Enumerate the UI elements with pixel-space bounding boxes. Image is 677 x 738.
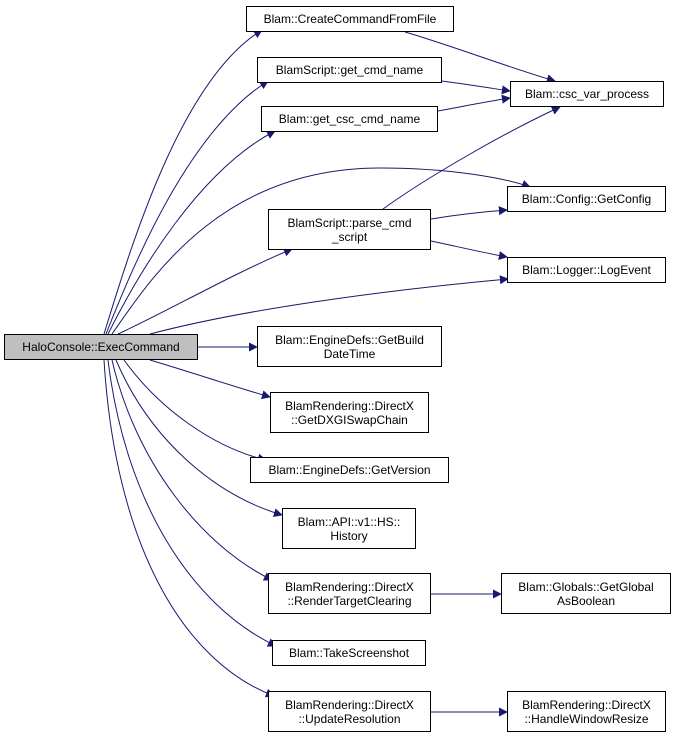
node-label-line: Blam::TakeScreenshot <box>288 646 410 660</box>
node-label-line: ::RenderTargetClearing <box>287 593 412 608</box>
node-take-screenshot[interactable]: Blam::TakeScreenshot <box>272 640 426 666</box>
edge-get-csc-cmd-name-to-csc-var-process <box>437 94 511 112</box>
node-label-line: HaloConsole::ExecCommand <box>22 340 180 354</box>
node-root[interactable]: HaloConsole::ExecCommand <box>4 334 198 360</box>
node-render-target-clearing[interactable]: BlamRendering::DirectX::RenderTargetClea… <box>268 573 431 614</box>
edge-root-to-get-csc-cmd-name <box>107 130 276 335</box>
node-label-line: BlamRendering::DirectX <box>285 579 414 594</box>
node-csc-var-process[interactable]: Blam::csc_var_process <box>510 81 664 107</box>
node-label-line: History <box>330 528 368 543</box>
edge-blamscript-get-cmd-name-to-csc-var-process <box>441 80 511 95</box>
node-log-event[interactable]: Blam::Logger::LogEvent <box>507 257 666 283</box>
edge-parse-cmd-script-to-csc-var-process <box>382 106 561 210</box>
node-parse-cmd-script[interactable]: BlamScript::parse_cmd_script <box>268 209 431 250</box>
node-label-line: ::GetDXGISwapChain <box>291 412 408 427</box>
node-label-line: ::HandleWindowResize <box>524 711 649 726</box>
edge-root-to-get-config <box>111 167 531 335</box>
node-label-line: Blam::EngineDefs::GetBuild <box>275 332 424 347</box>
node-label-line: Blam::csc_var_process <box>524 87 650 101</box>
edge-root-to-get-version <box>123 359 267 463</box>
node-label-line: DateTime <box>323 346 376 361</box>
edge-root-to-parse-cmd-script <box>117 247 293 335</box>
edge-create-cmd-from-file-to-csc-var-process <box>404 31 556 84</box>
edge-root-to-update-resolution <box>103 359 275 698</box>
node-label-line: BlamScript::get_cmd_name <box>275 63 424 77</box>
node-label-line: Blam::EngineDefs::GetVersion <box>268 463 431 477</box>
node-update-resolution[interactable]: BlamRendering::DirectX::UpdateResolution <box>268 691 431 732</box>
node-label-line: AsBoolean <box>556 593 616 608</box>
edge-root-to-blamscript-get-cmd-name <box>105 80 269 335</box>
node-create-cmd-from-file[interactable]: Blam::CreateCommandFromFile <box>246 6 454 32</box>
node-label-line: Blam::Logger::LogEvent <box>522 263 651 277</box>
node-label-line: BlamRendering::DirectX <box>522 697 651 712</box>
node-hs-history[interactable]: Blam::API::v1::HS::History <box>282 508 416 549</box>
node-label-line: BlamRendering::DirectX <box>285 398 414 413</box>
node-label-line: Blam::Config::GetConfig <box>521 192 652 206</box>
node-get-dxgi-swapchain[interactable]: BlamRendering::DirectX::GetDXGISwapChain <box>270 392 429 433</box>
node-blamscript-get-cmd-name[interactable]: BlamScript::get_cmd_name <box>257 57 442 83</box>
node-label-line: Blam::API::v1::HS:: <box>297 514 401 529</box>
edge-parse-cmd-script-to-log-event <box>430 240 508 260</box>
node-label-line: ::UpdateResolution <box>298 711 401 726</box>
node-get-config[interactable]: Blam::Config::GetConfig <box>507 186 666 212</box>
edge-root-to-get-dxgi-swapchain <box>149 359 271 400</box>
edge-parse-cmd-script-to-get-config <box>430 206 508 220</box>
node-label-line: BlamRendering::DirectX <box>285 697 414 712</box>
node-label-line: Blam::get_csc_cmd_name <box>278 112 421 126</box>
node-label-line: BlamScript::parse_cmd <box>287 215 412 230</box>
node-label-line: _script <box>331 229 368 244</box>
edge-root-to-render-target-clearing <box>111 359 273 581</box>
edge-root-to-create-cmd-from-file <box>103 29 263 335</box>
node-get-csc-cmd-name[interactable]: Blam::get_csc_cmd_name <box>261 106 438 132</box>
edge-root-to-log-event <box>149 275 509 335</box>
node-label-line: Blam::CreateCommandFromFile <box>263 12 437 26</box>
node-get-version[interactable]: Blam::EngineDefs::GetVersion <box>250 457 449 483</box>
node-handle-window-resize[interactable]: BlamRendering::DirectX::HandleWindowResi… <box>507 691 666 732</box>
node-label-line: Blam::Globals::GetGlobal <box>518 579 654 594</box>
edge-root-to-take-screenshot <box>107 359 277 647</box>
edge-root-to-hs-history <box>115 359 283 517</box>
